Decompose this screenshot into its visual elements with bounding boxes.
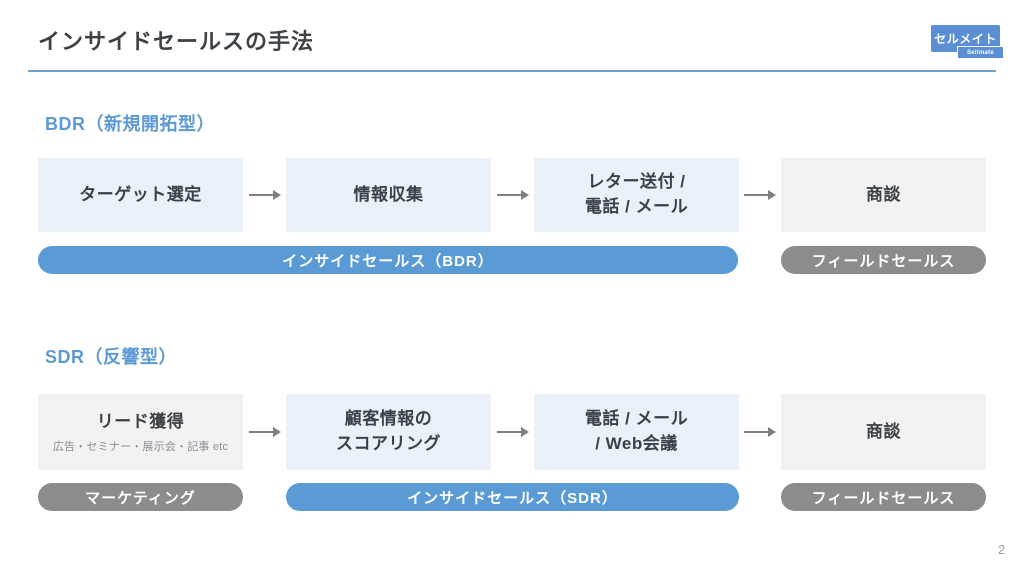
flow-step-target-selection: ターゲット選定 (38, 158, 243, 232)
step-label: 商談 (866, 421, 901, 441)
step-label: 商談 (866, 184, 901, 204)
flow-step-negotiation: 商談 (781, 158, 986, 232)
step-label: 情報収集 (353, 184, 424, 204)
flow-step-customer-scoring: 顧客情報の スコアリング (286, 394, 491, 470)
flow-step-lead-acquisition: リード獲得 広告・セミナー・展示会・記事 etc (38, 394, 243, 470)
step-label: ターゲット選定 (79, 184, 202, 204)
title-divider (28, 70, 996, 72)
arrow-right-icon (497, 190, 529, 200)
section-heading-sdr: SDR（反響型） (45, 347, 178, 367)
logo-sub-label: Sellmate (957, 46, 1004, 59)
section-heading-bdr: BDR（新規開拓型） (45, 114, 215, 134)
page-number: 2 (998, 542, 1006, 557)
step-label: 電話 / メール (584, 409, 689, 429)
arrow-right-icon (744, 427, 776, 437)
pill-inside-sales-sdr: インサイドセールス（SDR） (286, 483, 739, 511)
step-label: レター送付 / (587, 172, 686, 192)
arrow-right-icon (249, 427, 281, 437)
slide-title: インサイドセールスの手法 (38, 29, 315, 54)
flow-step-info-gathering: 情報収集 (286, 158, 491, 232)
step-label: リード獲得 (96, 412, 185, 432)
step-label: 顧客情報の (344, 409, 433, 429)
flow-step-phone-mail-web: 電話 / メール / Web会議 (534, 394, 739, 470)
flow-step-letter-phone-mail: レター送付 / 電話 / メール (534, 158, 739, 232)
arrow-right-icon (249, 190, 281, 200)
pill-inside-sales-bdr: インサイドセールス（BDR） (38, 246, 738, 274)
step-label-line2: / Web会議 (595, 434, 678, 453)
arrow-right-icon (497, 427, 529, 437)
flow-step-negotiation: 商談 (781, 394, 986, 470)
pill-marketing: マーケティング (38, 483, 243, 511)
arrow-right-icon (744, 190, 776, 200)
pill-field-sales: フィールドセールス (781, 246, 986, 274)
step-label-line2: スコアリング (336, 434, 441, 453)
pill-field-sales: フィールドセールス (781, 483, 986, 511)
company-logo: セルメイト Sellmate (931, 25, 1005, 59)
step-sublabel: 広告・セミナー・展示会・記事 etc (52, 440, 229, 453)
step-label-line2: 電話 / メール (584, 197, 689, 216)
